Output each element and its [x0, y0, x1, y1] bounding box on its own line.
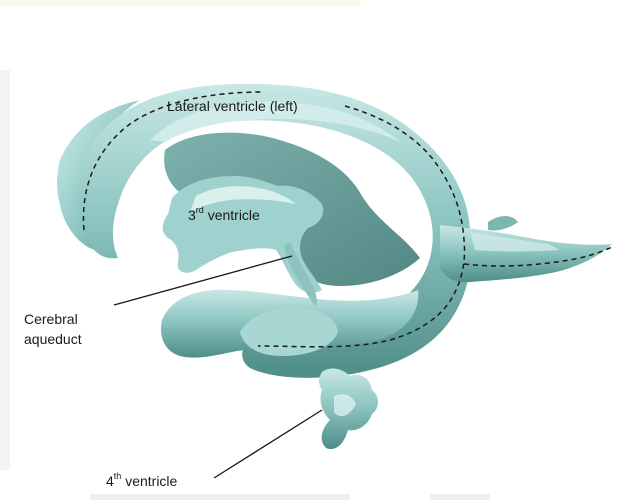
label-fourth-ventricle-text: ventricle	[121, 473, 177, 489]
label-third-ventricle: 3rd ventricle	[188, 206, 260, 224]
left-scan-stripe	[0, 70, 10, 470]
label-fourth-ventricle-num: 4	[106, 473, 114, 489]
label-third-ventricle-text: ventricle	[204, 207, 260, 223]
bottom-scan-band	[90, 494, 350, 500]
right-small-protrusion	[488, 216, 518, 231]
label-fourth-ventricle: 4th ventricle	[106, 472, 177, 490]
label-lateral-ventricle: Lateral ventricle (left)	[167, 97, 298, 115]
label-cerebral-aqueduct-text: Cerebral aqueduct	[24, 311, 82, 347]
posterior-horn	[440, 225, 612, 282]
top-scan-band	[0, 0, 360, 6]
fourth-ventricle-leader-line	[214, 410, 322, 478]
label-fourth-ventricle-sup: th	[114, 471, 122, 481]
label-third-ventricle-num: 3	[188, 207, 196, 223]
label-third-ventricle-sup: rd	[196, 205, 204, 215]
label-cerebral-aqueduct: Cerebral aqueduct	[24, 309, 112, 349]
bottom-scan-mark	[430, 494, 490, 500]
label-lateral-ventricle-text: Lateral ventricle (left)	[167, 98, 298, 114]
